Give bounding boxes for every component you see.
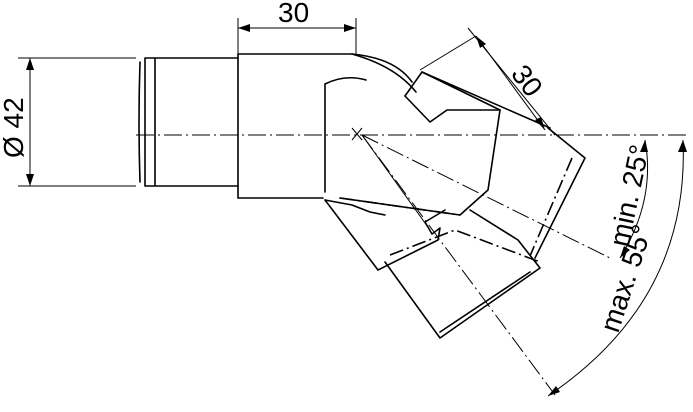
- joint-body: [237, 53, 417, 199]
- dimension-angled-label: 30: [505, 59, 549, 103]
- tube-stub: [138, 57, 239, 187]
- dimension-top-30: [237, 18, 357, 56]
- angle-arc-min: [619, 139, 649, 259]
- pivot-point: [351, 127, 363, 141]
- dimension-angled-30: [419, 27, 556, 136]
- dimension-diameter: [18, 57, 136, 187]
- dimension-diameter-label: Ø 42: [0, 97, 29, 158]
- axis-lines: [361, 134, 611, 396]
- angle-arc-max: [547, 139, 687, 397]
- swivel-part-min: [339, 71, 586, 259]
- dimension-top-label: 30: [278, 0, 309, 28]
- swivel-part-max: [324, 199, 541, 339]
